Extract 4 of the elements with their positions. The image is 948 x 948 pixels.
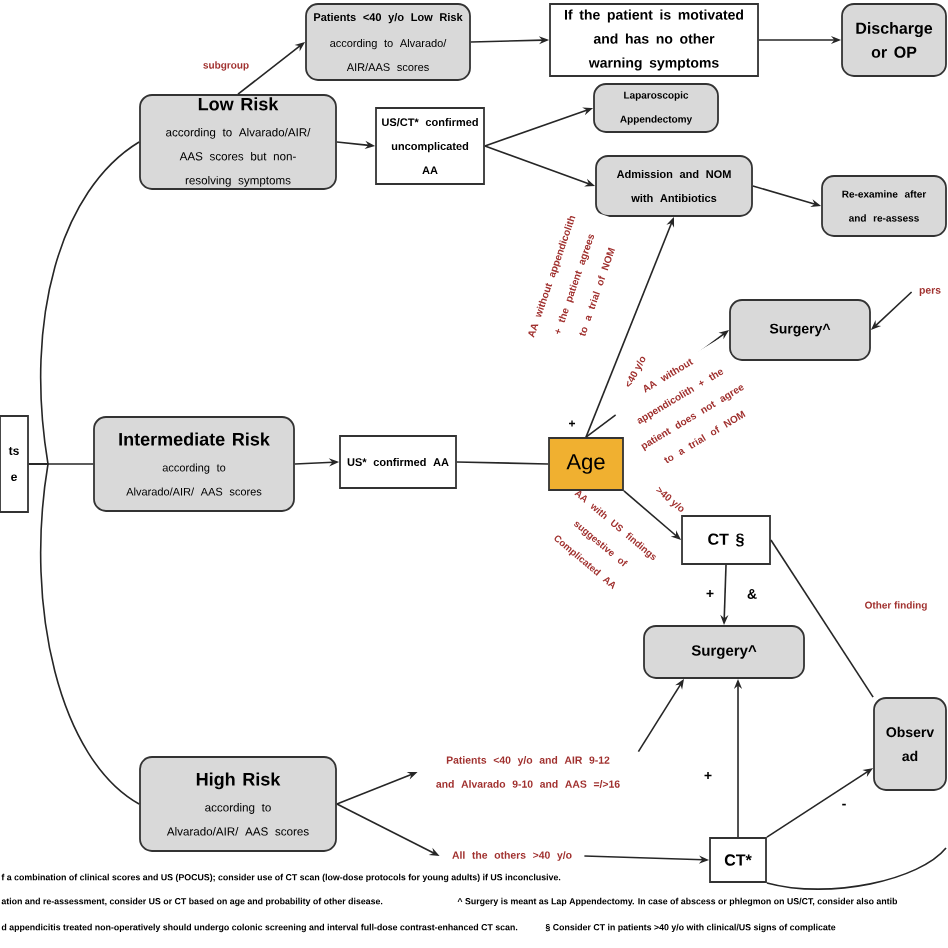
- result-box: CT*: [709, 837, 767, 883]
- process-box: Discharge or OP: [841, 3, 947, 77]
- decision-box: Age: [548, 437, 624, 491]
- result-box: CT §: [681, 515, 771, 565]
